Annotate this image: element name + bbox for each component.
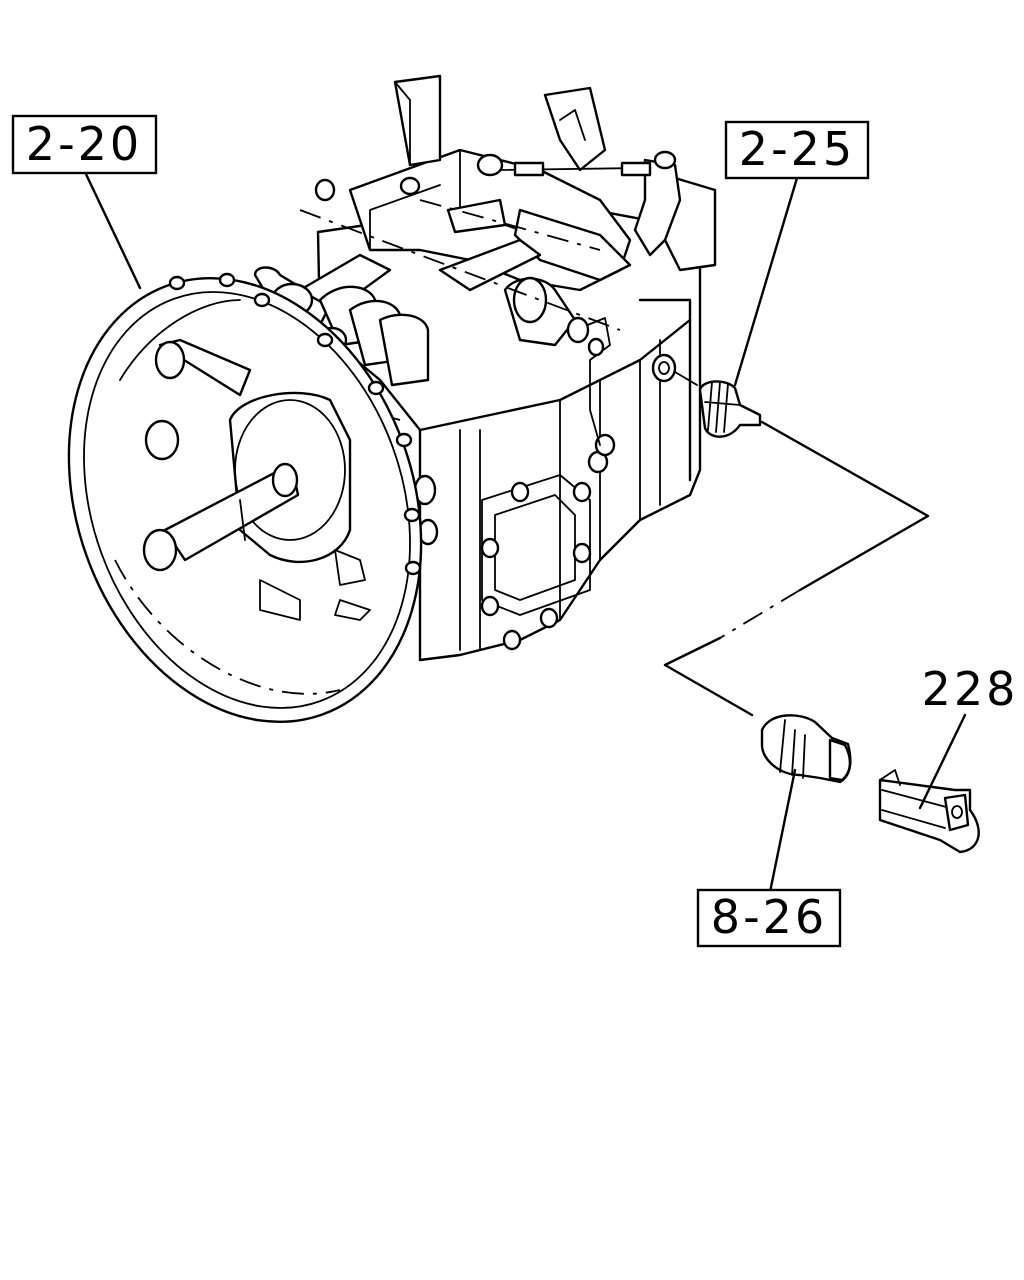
bell-housing — [67, 272, 423, 724]
callout-label: 2-20 — [26, 117, 142, 171]
sensor-harness-line — [663, 420, 930, 717]
callout-label: 2-25 — [739, 122, 855, 176]
callout-8-26: 8-26 — [696, 888, 842, 948]
harness-connector — [760, 714, 852, 784]
callout-228: 228 — [922, 662, 1019, 716]
connector-clip — [878, 769, 980, 854]
callout-label: 8-26 — [711, 890, 827, 944]
callout-2-25: 2-25 — [724, 120, 870, 180]
callout-2-20: 2-20 — [11, 114, 158, 175]
transmission-assembly — [67, 74, 717, 724]
callout-label: 228 — [922, 662, 1019, 716]
shift-mechanism — [314, 74, 717, 292]
gearbox-housing — [316, 198, 702, 662]
speed-sensor — [674, 371, 762, 438]
callout-leaders — [83, 170, 967, 894]
